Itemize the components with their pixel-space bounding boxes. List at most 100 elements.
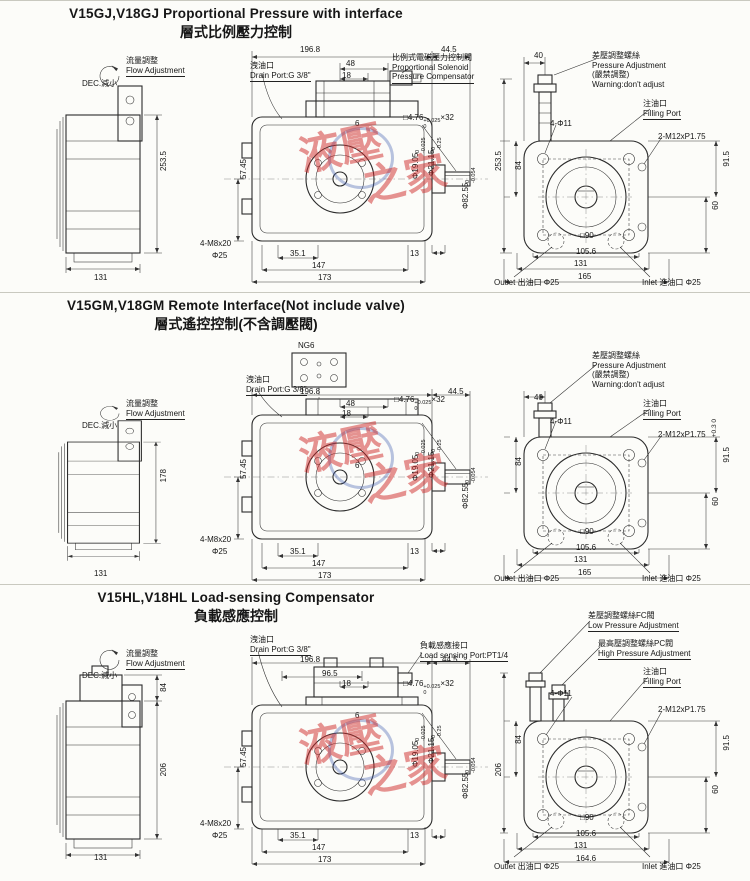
section-title: V15HL,V18HL Load-sensing Compensator 負載感…: [40, 590, 432, 626]
dim-label: 13: [410, 547, 419, 556]
dim-label: 105.6: [576, 247, 597, 256]
section-title: V15GJ,V18GJ Proportional Pressure with i…: [40, 6, 432, 42]
dim-label: +0.3 0: [711, 419, 718, 438]
dim-label: 35.1: [290, 831, 306, 840]
dim-label: 105.6: [576, 829, 597, 838]
front-view-drawing: [224, 51, 488, 284]
dim-label: 131: [574, 841, 588, 850]
ng6-label: NG6: [298, 341, 315, 350]
dim-label: 196.8: [300, 387, 321, 396]
dim-label: Φ25: [212, 831, 228, 840]
dim-label: 91.5: [722, 735, 731, 751]
dec-decrease-label: DEC.減小: [82, 79, 118, 88]
dim-label: 6: [355, 119, 360, 128]
filling-port-label: 注油口 Filling Port: [643, 399, 681, 421]
dim-label: 13: [410, 249, 419, 258]
dim-label: 178: [159, 469, 168, 483]
inlet-label: Inlet 進油口 Φ25: [642, 574, 701, 583]
dim-label: 91.5: [722, 151, 731, 167]
proportional-solenoid-label: 比例式電磁壓力控制閥 Proportional Solenoid Pressur…: [392, 53, 475, 84]
dim-label: Φ25: [212, 251, 228, 260]
section-title: V15GM,V18GM Remote Interface(Not include…: [40, 298, 432, 334]
dim-label: 84: [514, 161, 523, 170]
dim-label: 60: [711, 201, 720, 210]
drain-port-label: 洩油口 Drain Port:G 3/8": [246, 375, 307, 397]
dim-label: 6: [355, 461, 360, 470]
dim-label: 18: [342, 409, 351, 418]
section-title-zh: 層式遙控控制(不含調壓閥): [154, 316, 318, 332]
flow-adjustment-label: 流量調整 Flow Adjustment: [126, 649, 185, 671]
inlet-label: Inlet 進油口 Φ25: [642, 862, 701, 871]
side-view-drawing: [56, 649, 162, 859]
dim-label: 91.5: [722, 447, 731, 463]
rear-view-drawing: [500, 57, 720, 284]
flow-adjustment-label: 流量調整 Flow Adjustment: [126, 56, 185, 78]
dim-label: □90: [580, 527, 594, 536]
mounting-thread-label: 4-M8x20: [200, 819, 232, 828]
rear-view-drawing: [503, 364, 720, 580]
dim-label: Φ25: [212, 547, 228, 556]
drain-port-label: 洩油口 Drain Port:G 3/8": [250, 635, 311, 657]
dim-label: 57.45: [239, 459, 248, 480]
dim-label: 131: [574, 555, 588, 564]
dim-label: 165: [578, 272, 592, 281]
filling-port-label: 注油口 Filling Port: [643, 667, 681, 689]
section-title-en: V15HL,V18HL Load-sensing Compensator: [97, 590, 375, 605]
side-view-drawing: [58, 405, 161, 561]
dim-label: 206: [494, 763, 503, 777]
dim-label: 18: [342, 71, 351, 80]
front-view-drawing: [224, 352, 488, 582]
dim-label: 6: [355, 711, 360, 720]
dec-decrease-label: DEC.減小: [82, 671, 118, 680]
dec-rotation-arrow-icon: [99, 649, 120, 670]
flow-adjustment-label: 流量調整 Flow Adjustment: [126, 399, 185, 421]
dim-label: 147: [312, 559, 326, 568]
section-v15hl-v18hl: V15HL,V18HL Load-sensing Compensator 負載感…: [0, 584, 750, 875]
dim-label: 147: [312, 261, 326, 270]
front-view-drawing: [224, 650, 488, 866]
drain-port-label: 洩油口 Drain Port:G 3/8": [250, 61, 311, 83]
tapped-holes-label: 2-M12xP1.75: [658, 705, 706, 714]
section-title-zh: 層式比例壓力控制: [180, 24, 292, 40]
dim-label: 206: [159, 763, 168, 777]
dim-label: 60: [711, 497, 720, 506]
dim-label: 35.1: [290, 547, 306, 556]
outlet-label: Outlet 出油口 Φ25: [494, 278, 560, 287]
dim-label: 40: [534, 51, 543, 60]
outlet-label: Outlet 出油口 Φ25: [494, 574, 560, 583]
dim-label: 253.5: [494, 151, 503, 172]
outlet-label: Outlet 出油口 Φ25: [494, 862, 560, 871]
dim-label: 131: [94, 853, 108, 862]
filling-port-label: 注油口 Filling Port: [643, 99, 681, 121]
dim-label: □90: [580, 813, 594, 822]
dim-label: 57.45: [239, 747, 248, 768]
dim-label: 165: [578, 568, 592, 577]
dim-label: 84: [159, 683, 168, 692]
dim-label: 48: [346, 399, 355, 408]
dim-label: 40: [534, 393, 543, 402]
bolt-holes-label: 4-Φ11: [550, 689, 572, 698]
dim-label: 131: [94, 273, 108, 282]
dec-decrease-label: DEC.減小: [82, 421, 118, 430]
dec-rotation-arrow-icon: [100, 405, 120, 421]
tapped-holes-label: 2-M12xP1.75: [658, 430, 706, 439]
dim-label: 173: [318, 571, 332, 580]
dec-rotation-arrow-icon: [99, 65, 120, 86]
dim-label: 147: [312, 843, 326, 852]
dim-label: 44.5: [448, 387, 464, 396]
inlet-label: Inlet 進油口 Φ25: [642, 278, 701, 287]
dim-label: 164.6: [576, 854, 597, 863]
dim-label: 35.1: [290, 249, 306, 258]
